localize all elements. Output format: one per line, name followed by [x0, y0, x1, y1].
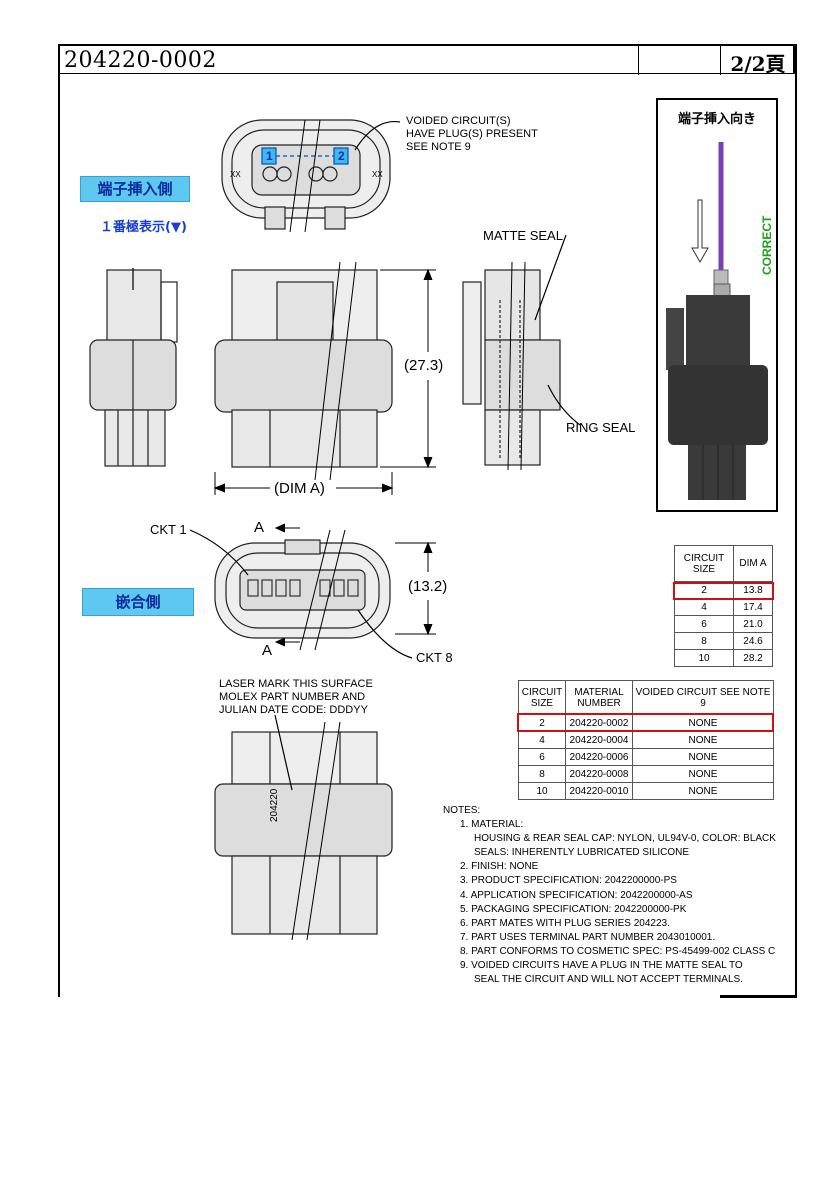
note-item: SEAL THE CIRCUIT AND WILL NOT ACCEPT TER… — [474, 974, 743, 986]
table-header: VOIDED CIRCUIT SEE NOTE 9 — [632, 680, 774, 715]
section-a-label: A — [262, 642, 273, 659]
part-number-title: 204220-0002 — [64, 48, 217, 73]
voided-callout: VOIDED CIRCUIT(S) HAVE PLUG(S) PRESENT S… — [406, 115, 538, 153]
table-header: DIM A — [733, 545, 773, 582]
note-item: 6. PART MATES WITH PLUG SERIES 204223. — [460, 917, 670, 929]
note-item: 3. PRODUCT SPECIFICATION: 2042200000-PS — [460, 875, 677, 887]
face-height-dimension: (13.2) — [408, 578, 448, 595]
ring-seal-label: RING SEAL — [566, 420, 636, 435]
note-item: 8. PART CONFORMS TO COSMETIC SPEC: PS-45… — [460, 945, 776, 957]
correct-label: CORRECT — [760, 215, 774, 275]
side-marker: XX — [230, 170, 241, 179]
notes-heading: NOTES: — [443, 805, 481, 816]
notes-block: NOTES: 1. MATERIAL: HOUSING & REAR SEAL … — [443, 804, 776, 987]
ckt1-label: CKT 1 — [150, 522, 187, 537]
ckt8-label: CKT 8 — [416, 650, 453, 665]
width-dimension: (DIM A) — [274, 480, 325, 497]
matte-seal-label: MATTE SEAL — [483, 228, 563, 243]
rear-view-drawing — [221, 119, 401, 230]
mating-side-label: 嵌合側 — [82, 588, 194, 616]
terminal-side-label: 端子挿入側 — [80, 176, 190, 202]
position-1-marker: 1 — [266, 149, 273, 163]
table-header: CIRCUIT SIZE — [674, 545, 734, 582]
insertion-direction-title: 端子挿入向き — [677, 112, 756, 127]
mating-face-view — [189, 529, 413, 659]
insertion-direction-panel: 端子挿入向き CORRECT — [656, 98, 778, 512]
note-item: 1. MATERIAL: — [460, 819, 524, 831]
table-header: MATERIAL NUMBER — [565, 680, 633, 715]
table-header: CIRCUIT SIZE — [518, 680, 566, 715]
pin1-mark-label: １番極表示(▼) — [100, 220, 187, 235]
frame-bottom-border — [720, 995, 797, 998]
note-item: 9. VOIDED CIRCUITS HAVE A PLUG IN THE MA… — [460, 960, 743, 972]
laser-part-number: 204220 — [269, 788, 280, 822]
title-divider — [638, 44, 639, 75]
note-item: 4. APPLICATION SPECIFICATION: 2042200000… — [460, 889, 693, 901]
highlight-row-box — [517, 713, 774, 732]
note-item: 7. PART USES TERMINAL PART NUMBER 204301… — [460, 931, 716, 943]
frame-left-border — [58, 44, 60, 997]
note-item: HOUSING & REAR SEAL CAP: NYLON, UL94V-0,… — [474, 833, 776, 845]
frame-right-border — [795, 44, 797, 997]
side-marker: XX — [372, 170, 383, 179]
front-view — [214, 269, 393, 468]
note-item: SEALS: INHERENTLY LUBRICATED SILICONE — [474, 847, 690, 859]
terminal-illustration — [666, 142, 768, 500]
highlight-row-box — [673, 582, 774, 600]
note-item: 5. PACKAGING SPECIFICATION: 2042200000-P… — [460, 903, 687, 915]
material-table: CIRCUIT SIZE MATERIAL NUMBER VOIDED CIRC… — [518, 680, 774, 800]
section-a-label: A — [254, 519, 265, 536]
top-view-bottom — [214, 714, 393, 935]
title-divider — [720, 44, 721, 75]
page-number: 2/2頁 — [730, 52, 786, 76]
height-dimension: (27.3) — [404, 357, 444, 374]
side-view-left — [89, 268, 178, 467]
position-2-marker: 2 — [338, 149, 345, 163]
laser-mark-note: LASER MARK THIS SURFACE MOLEX PART NUMBE… — [219, 678, 373, 716]
note-item: 2. FINISH: NONE — [460, 861, 539, 873]
